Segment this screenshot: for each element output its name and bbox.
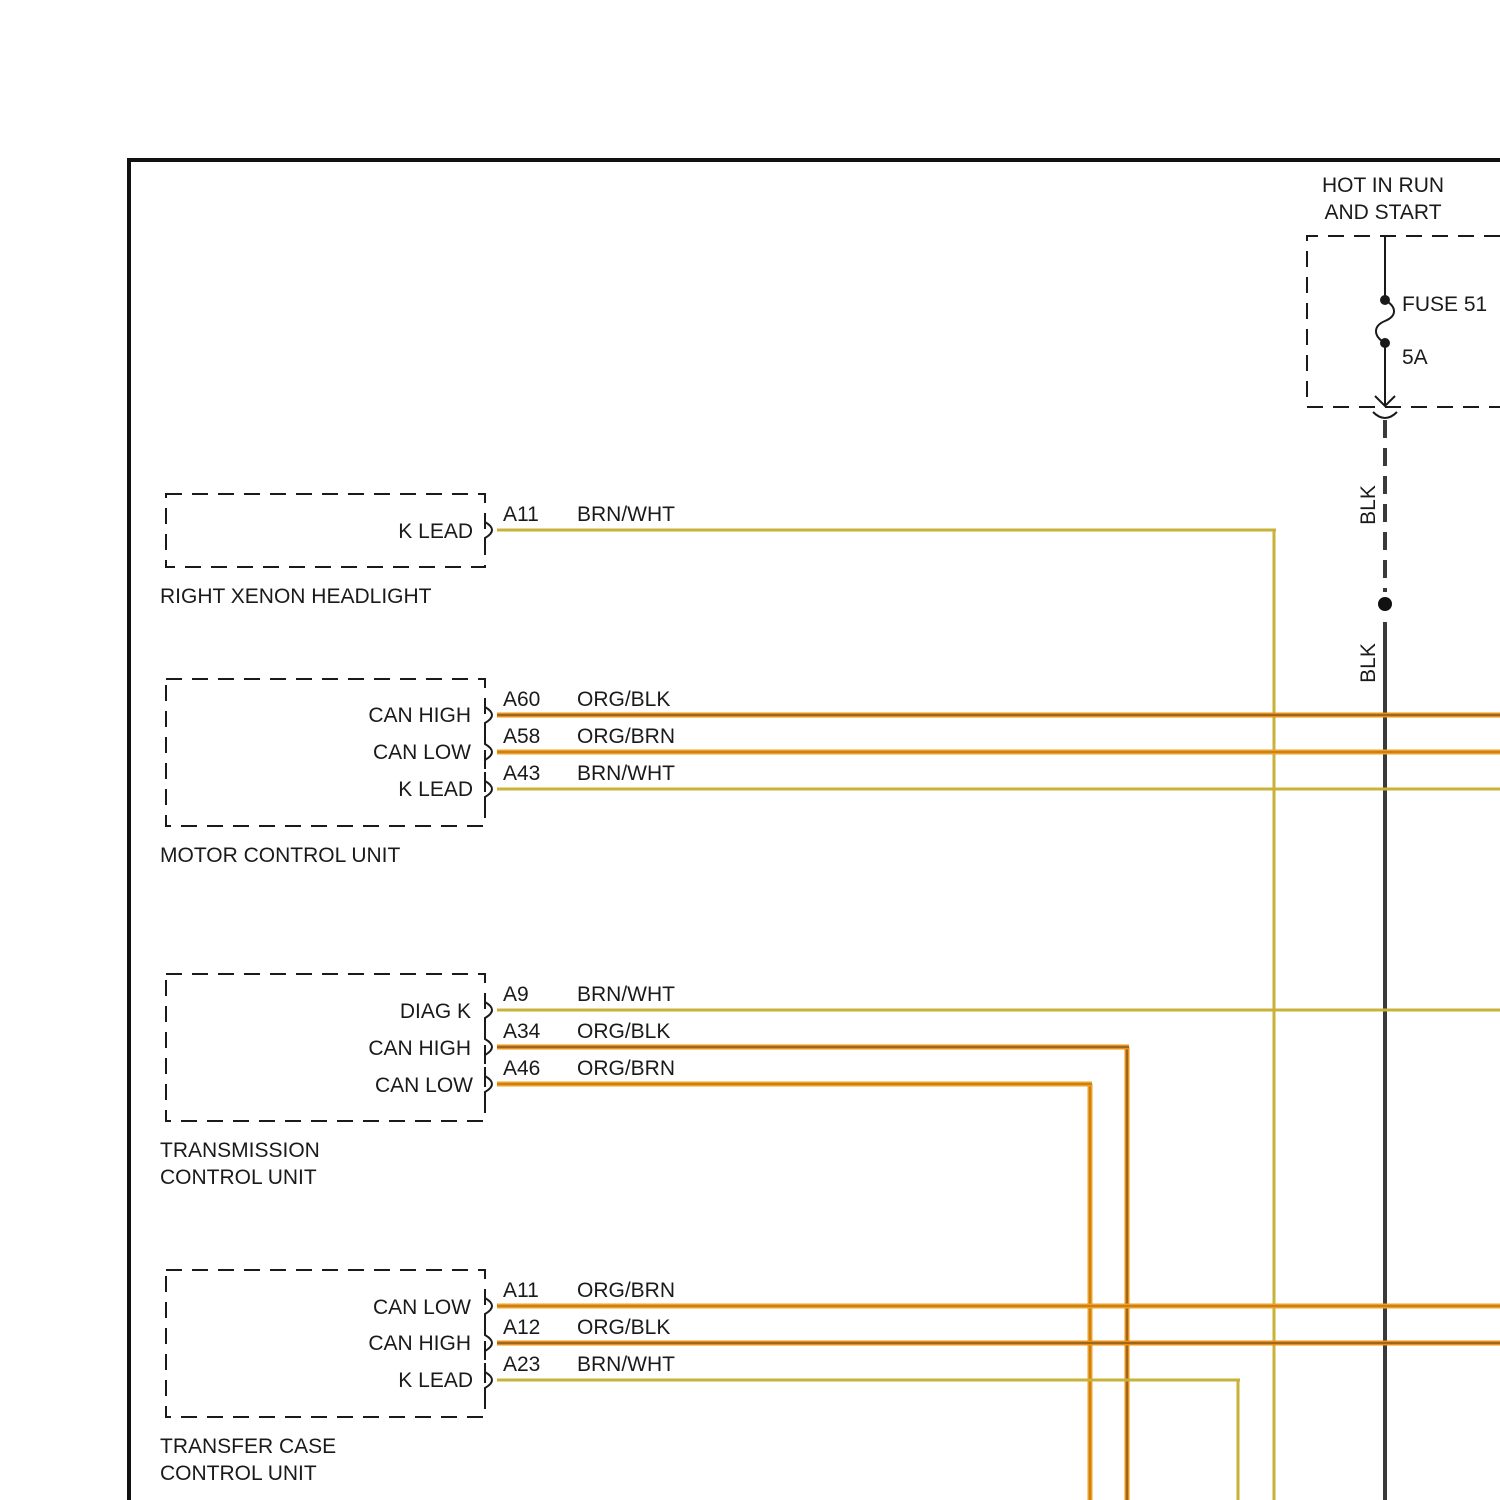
pin-label: CAN LOW: [375, 1074, 473, 1097]
connector-symbol: [485, 698, 492, 732]
wire-color-code: ORG/BLK: [577, 1020, 670, 1043]
component-title-line2: CONTROL UNIT: [160, 1166, 317, 1189]
connector-symbol: [485, 1326, 492, 1360]
pin-label: CAN HIGH: [368, 1037, 471, 1060]
pin-label: K LEAD: [398, 778, 473, 801]
wire-color-code: BRN/WHT: [577, 503, 675, 526]
pin-number: A12: [503, 1316, 540, 1339]
pin-label: K LEAD: [398, 1369, 473, 1392]
pin-number: A11: [503, 1279, 539, 1302]
connector-symbol: [485, 735, 492, 769]
pin-number: A58: [503, 725, 540, 748]
power-title-line1: HOT IN RUN: [1322, 174, 1444, 197]
pin-number: A34: [503, 1020, 541, 1043]
component-title-line2: CONTROL UNIT: [160, 1462, 317, 1485]
diagram-frame: [129, 160, 1500, 1500]
pin-number: A60: [503, 688, 540, 711]
blk-supply-wire: BLK BLK: [1357, 420, 1392, 1500]
fuse-rating: 5A: [1402, 346, 1428, 369]
component-title: RIGHT XENON HEADLIGHT: [160, 585, 432, 608]
connector-symbol: [485, 513, 492, 547]
fuse-51-symbol: [1376, 300, 1394, 343]
blk-splice-node: [1378, 597, 1392, 611]
wire-color-code: ORG/BRN: [577, 1057, 675, 1080]
power-title-line2: AND START: [1324, 201, 1441, 224]
pin-number: A9: [503, 983, 529, 1006]
wire-color-code: ORG/BRN: [577, 1279, 675, 1302]
connector-symbol: [485, 1289, 492, 1323]
component-right-xenon-headlight: RIGHT XENON HEADLIGHT K LEAD A11 BRN/WHT: [160, 494, 1276, 608]
component-motor-control-unit: MOTOR CONTROL UNIT CAN HIGH A60 ORG/BLK …: [160, 679, 1500, 867]
connector-symbol: [485, 1363, 492, 1397]
wire-color-code: BRN/WHT: [577, 983, 675, 1006]
pin-number: A23: [503, 1353, 540, 1376]
component-transfer-case-control-unit: TRANSFER CASE CONTROL UNIT CAN LOW A11 O…: [160, 1270, 1500, 1485]
vertical-bus-wires: [1090, 530, 1274, 1500]
pin-label: CAN HIGH: [368, 704, 471, 727]
connector-symbol: [485, 1067, 492, 1101]
component-title: MOTOR CONTROL UNIT: [160, 844, 401, 867]
pin-label: CAN HIGH: [368, 1332, 471, 1355]
blk-wire-label-upper: BLK: [1357, 485, 1380, 525]
pin-number: A43: [503, 762, 540, 785]
power-source: HOT IN RUN AND START FUSE 51 5A: [1307, 174, 1500, 418]
wire-color-code: ORG/BLK: [577, 688, 670, 711]
component-title-line1: TRANSMISSION: [160, 1139, 320, 1162]
pin-number: A46: [503, 1057, 540, 1080]
wire-color-code: ORG/BLK: [577, 1316, 670, 1339]
pin-number: A11: [503, 503, 539, 526]
wire-color-code: ORG/BRN: [577, 725, 675, 748]
connector-symbol: [485, 993, 492, 1027]
pin-label: K LEAD: [398, 520, 473, 543]
pin-label: CAN LOW: [373, 741, 471, 764]
wire-color-code: BRN/WHT: [577, 1353, 675, 1376]
pin-label: CAN LOW: [373, 1296, 471, 1319]
fuse-box-outline: [1307, 236, 1500, 407]
blk-wire-label-lower: BLK: [1357, 643, 1380, 683]
component-title-line1: TRANSFER CASE: [160, 1435, 336, 1458]
component-transmission-control-unit: TRANSMISSION CONTROL UNIT DIAG K A9 BRN/…: [160, 974, 1500, 1189]
pin-label: DIAG K: [400, 1000, 471, 1023]
connector-symbol: [485, 772, 492, 806]
connector-symbol: [485, 1030, 492, 1064]
fuse-name: FUSE 51: [1402, 293, 1487, 316]
fuse-connector-cup: [1373, 412, 1397, 418]
wire-color-code: BRN/WHT: [577, 762, 675, 785]
